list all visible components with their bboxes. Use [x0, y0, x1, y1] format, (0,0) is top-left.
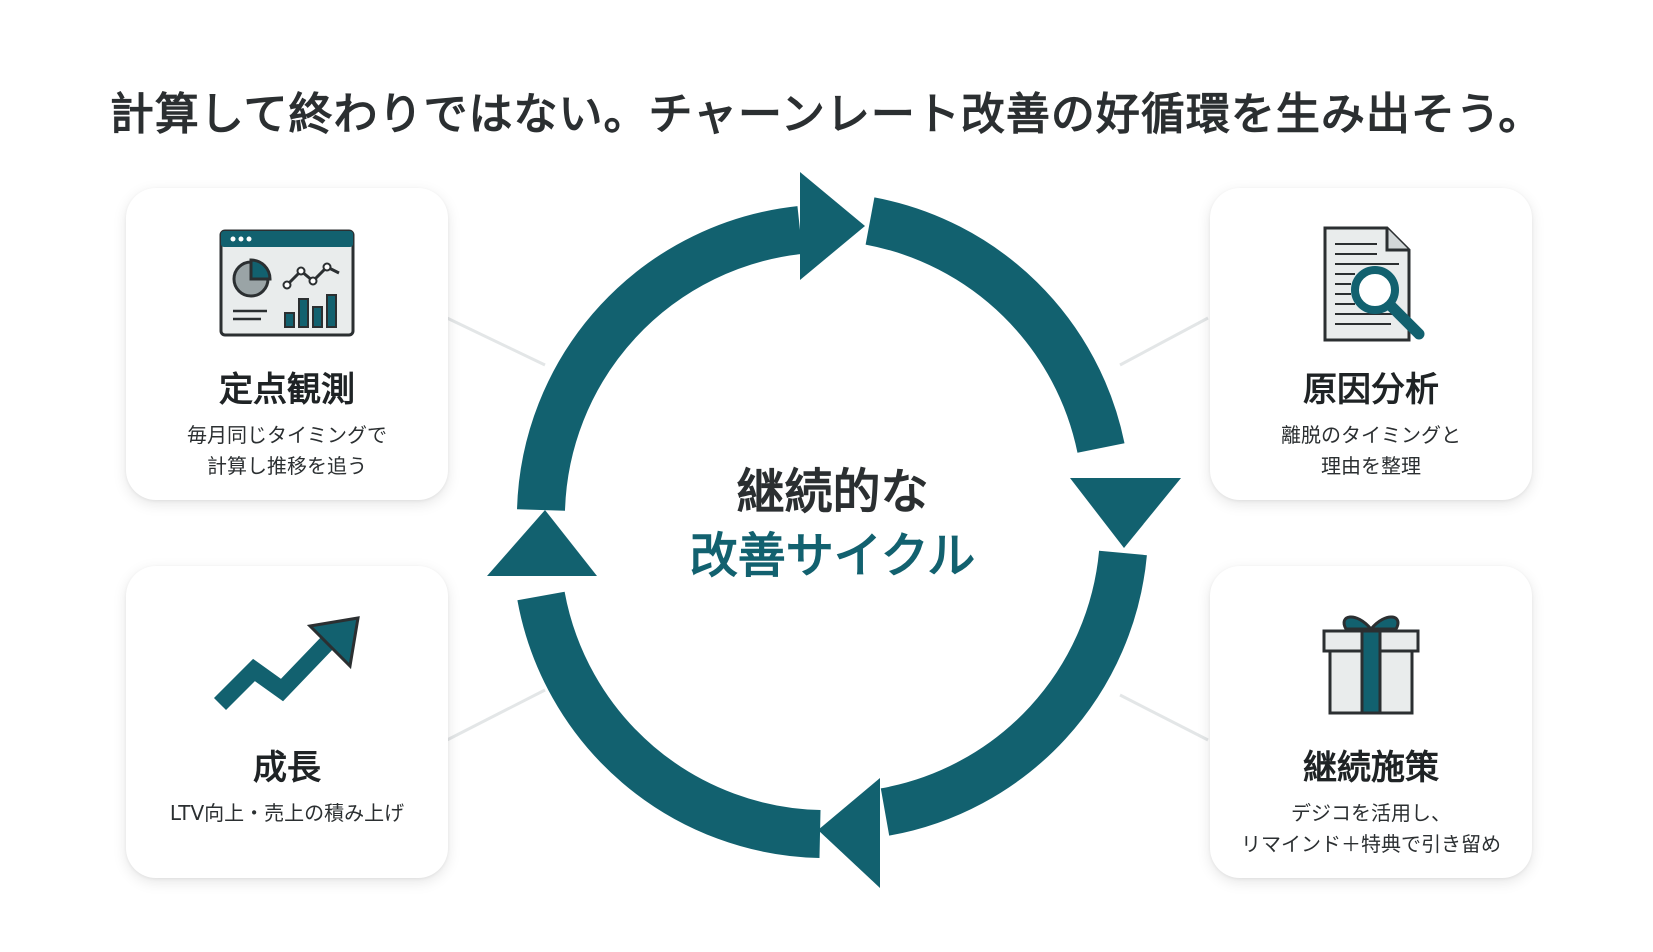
cycle-arrowhead-top-left: [800, 172, 865, 280]
card-teiten-kansoku: 定点観測 毎月同じタイミングで 計算し推移を追う: [126, 188, 448, 500]
connector-line-bottom-left: [446, 688, 546, 742]
card-title: 原因分析: [1303, 370, 1439, 410]
card-description: 毎月同じタイミングで 計算し推移を追う: [126, 420, 448, 482]
dashboard-chart-icon: [126, 224, 448, 344]
card-description-line: リマインド＋特典で引き留め: [1241, 832, 1501, 856]
cycle-arrowhead-bottom-left: [487, 510, 597, 576]
document-search-icon: [1210, 224, 1532, 344]
cycle-arrowhead-bottom-right: [818, 778, 880, 888]
card-description-line: LTV向上・売上の積み上げ: [169, 801, 405, 825]
card-description-line: 離脱のタイミングと: [1281, 423, 1461, 447]
cycle-center-line2: 改善サイクル: [689, 528, 976, 584]
connector-line-top-right: [1119, 316, 1209, 367]
cycle-arrow-bottom-right: [880, 550, 1147, 836]
card-genin-bunseki: 原因分析 離脱のタイミングと 理由を整理: [1210, 188, 1532, 500]
cycle-center-label: 継続的な 改善サイクル: [650, 460, 1015, 588]
growth-arrow-icon: [126, 602, 448, 722]
card-title: 継続施策: [1303, 748, 1439, 788]
connector-line-top-left: [446, 316, 546, 367]
card-description: デジコを活用し、 リマインド＋特典で引き留め: [1210, 798, 1532, 860]
card-keizoku-shisaku: 継続施策 デジコを活用し、 リマインド＋特典で引き留め: [1210, 566, 1532, 878]
card-description: 離脱のタイミングと 理由を整理: [1210, 420, 1532, 482]
card-description-line: 計算し推移を追う: [207, 454, 367, 478]
cycle-arrowhead-top-right: [1070, 478, 1181, 548]
cycle-center-line1: 継続的な: [736, 464, 929, 520]
cycle-arrow-bottom-left: [517, 591, 821, 858]
card-description-line: 毎月同じタイミングで: [187, 423, 387, 447]
card-description: LTV向上・売上の積み上げ: [126, 798, 448, 829]
gift-box-icon: [1210, 602, 1532, 722]
card-title: 定点観測: [219, 370, 355, 410]
card-description-line: 理由を整理: [1321, 454, 1421, 478]
connector-line-bottom-right: [1119, 693, 1209, 742]
card-description-line: デジコを活用し、: [1291, 801, 1451, 825]
cycle-arrow-top-right: [865, 197, 1125, 454]
page-headline: 計算して終わりではない。チャーンレート改善の好循環を生み出そう。: [109, 89, 1544, 140]
card-title: 成長: [253, 748, 321, 788]
cycle-arrow-top-left: [517, 206, 803, 511]
card-seichou: 成長 LTV向上・売上の積み上げ: [126, 566, 448, 878]
